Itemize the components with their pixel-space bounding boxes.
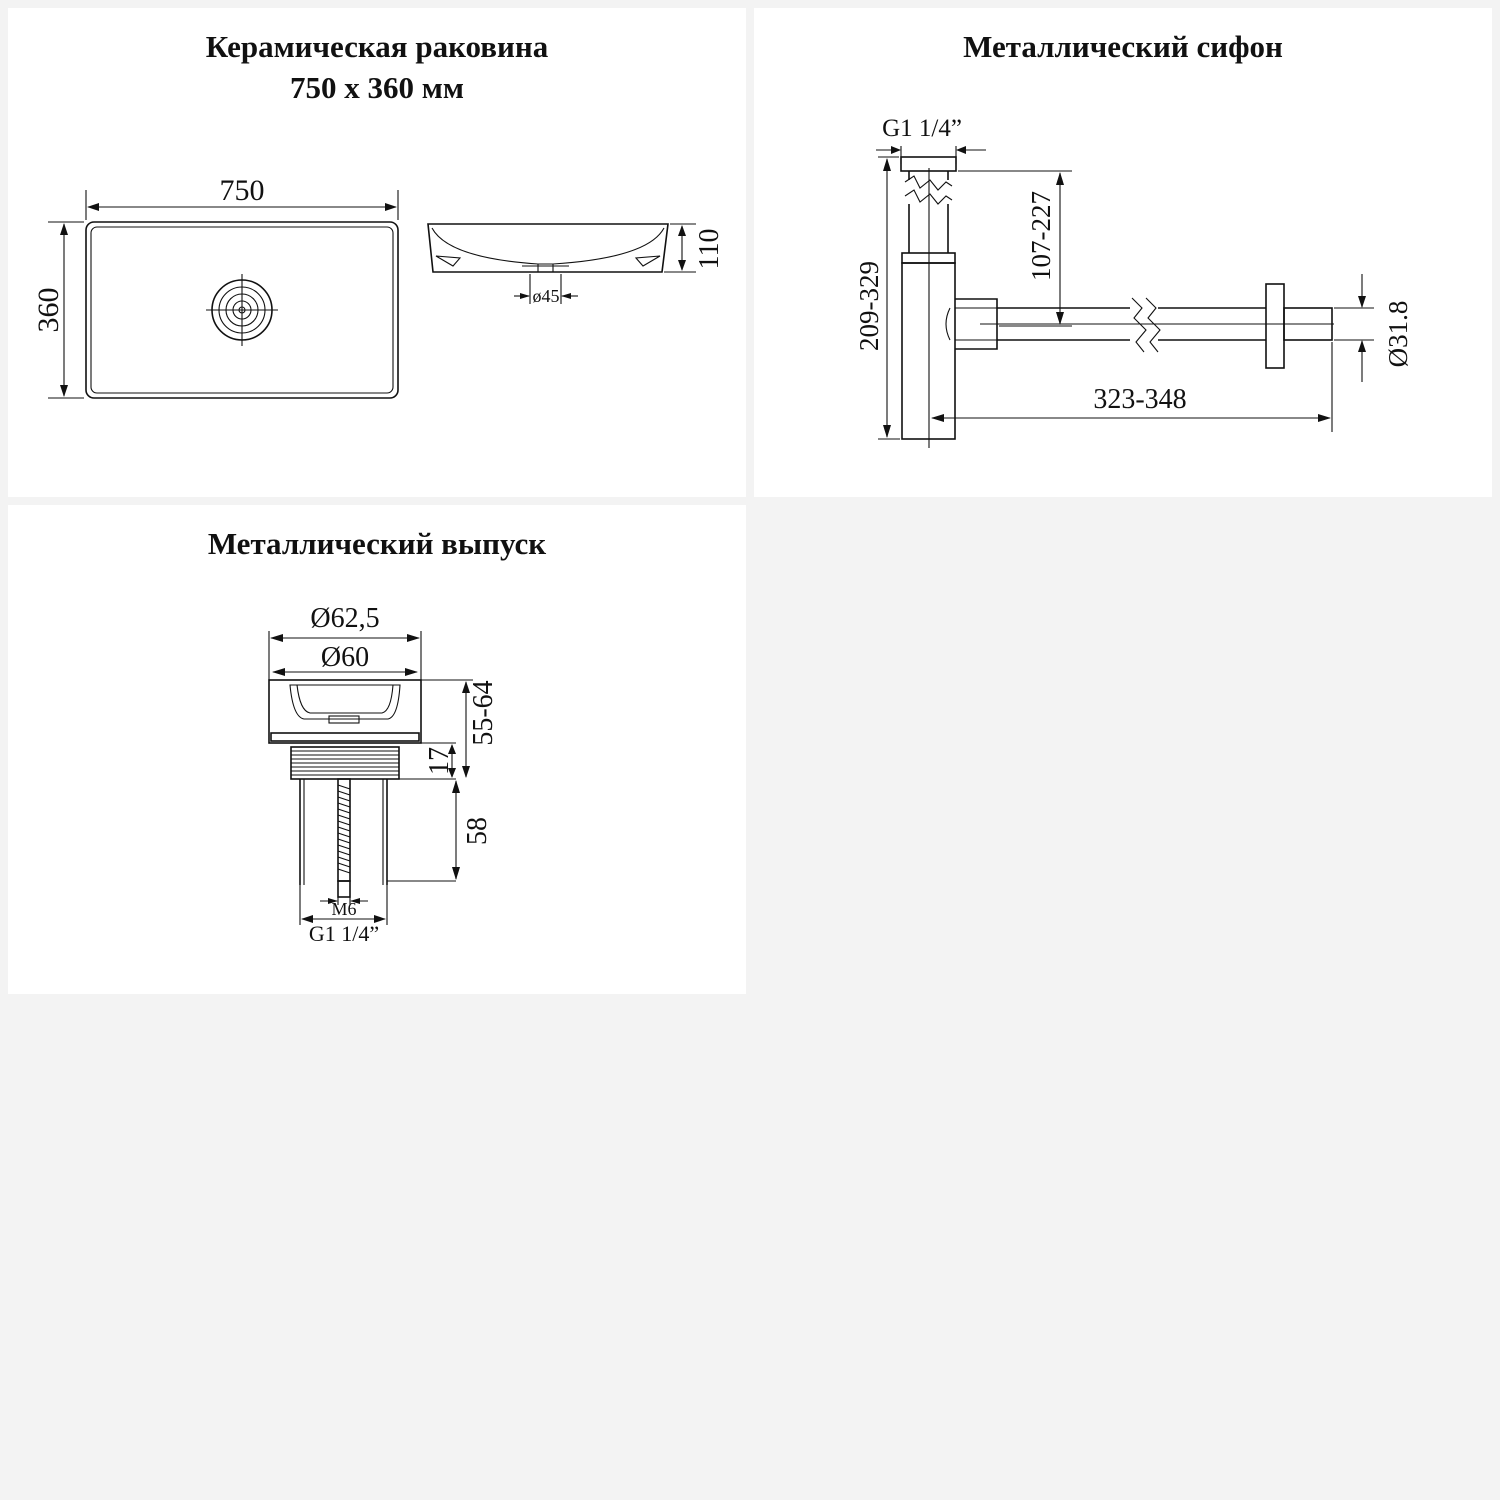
drain-thread-height-label: 17: [424, 747, 455, 775]
drain-hole-icon: [206, 274, 278, 346]
siphon-trap-height-label: 107-227: [1026, 191, 1056, 281]
siphon-drawing: G1 1/4”: [854, 115, 1413, 448]
sink-height-label: 360: [32, 288, 65, 333]
sink-drawing: 750 360 110: [32, 174, 725, 399]
drain-body: [268, 679, 422, 898]
sink-width-label: 750: [220, 174, 265, 207]
siphon-title: Металлический сифон: [963, 29, 1283, 64]
sink-section-view: 110 ø45: [427, 223, 725, 306]
drain-screw-label: M6: [331, 899, 356, 919]
sink-top-view: 750 360: [32, 174, 399, 399]
drain-height-range-label: 55-64: [468, 680, 499, 745]
siphon-thread-label: G1 1/4”: [882, 115, 962, 142]
siphon-diameter-label: Ø31.8: [1383, 301, 1413, 368]
sink-title-line2: 750 х 360 мм: [290, 70, 464, 105]
drain-drawing: Ø62,5 Ø60: [268, 603, 499, 946]
sink-title-line1: Керамическая раковина: [205, 29, 549, 64]
siphon-body: [900, 156, 1334, 448]
drain-title: Металлический выпуск: [207, 526, 547, 561]
drain-thread-label: G1 1/4”: [309, 921, 379, 946]
sink-depth-label: 110: [694, 229, 725, 270]
drain-panel: Металлический выпуск Ø62,5 Ø60: [8, 505, 746, 994]
drain-outer-diameter-label: Ø62,5: [310, 603, 379, 634]
drain-inner-diameter-label: Ø60: [321, 642, 369, 673]
sink-panel: Керамическая раковина 750 х 360 мм 750: [8, 8, 746, 497]
drain-body-height-label: 58: [462, 817, 493, 845]
sink-drain-label: ø45: [533, 286, 560, 306]
siphon-total-height-label: 209-329: [854, 261, 884, 351]
siphon-length-label: 323-348: [1093, 384, 1186, 415]
siphon-panel: Металлический сифон G1 1/4”: [754, 8, 1492, 497]
